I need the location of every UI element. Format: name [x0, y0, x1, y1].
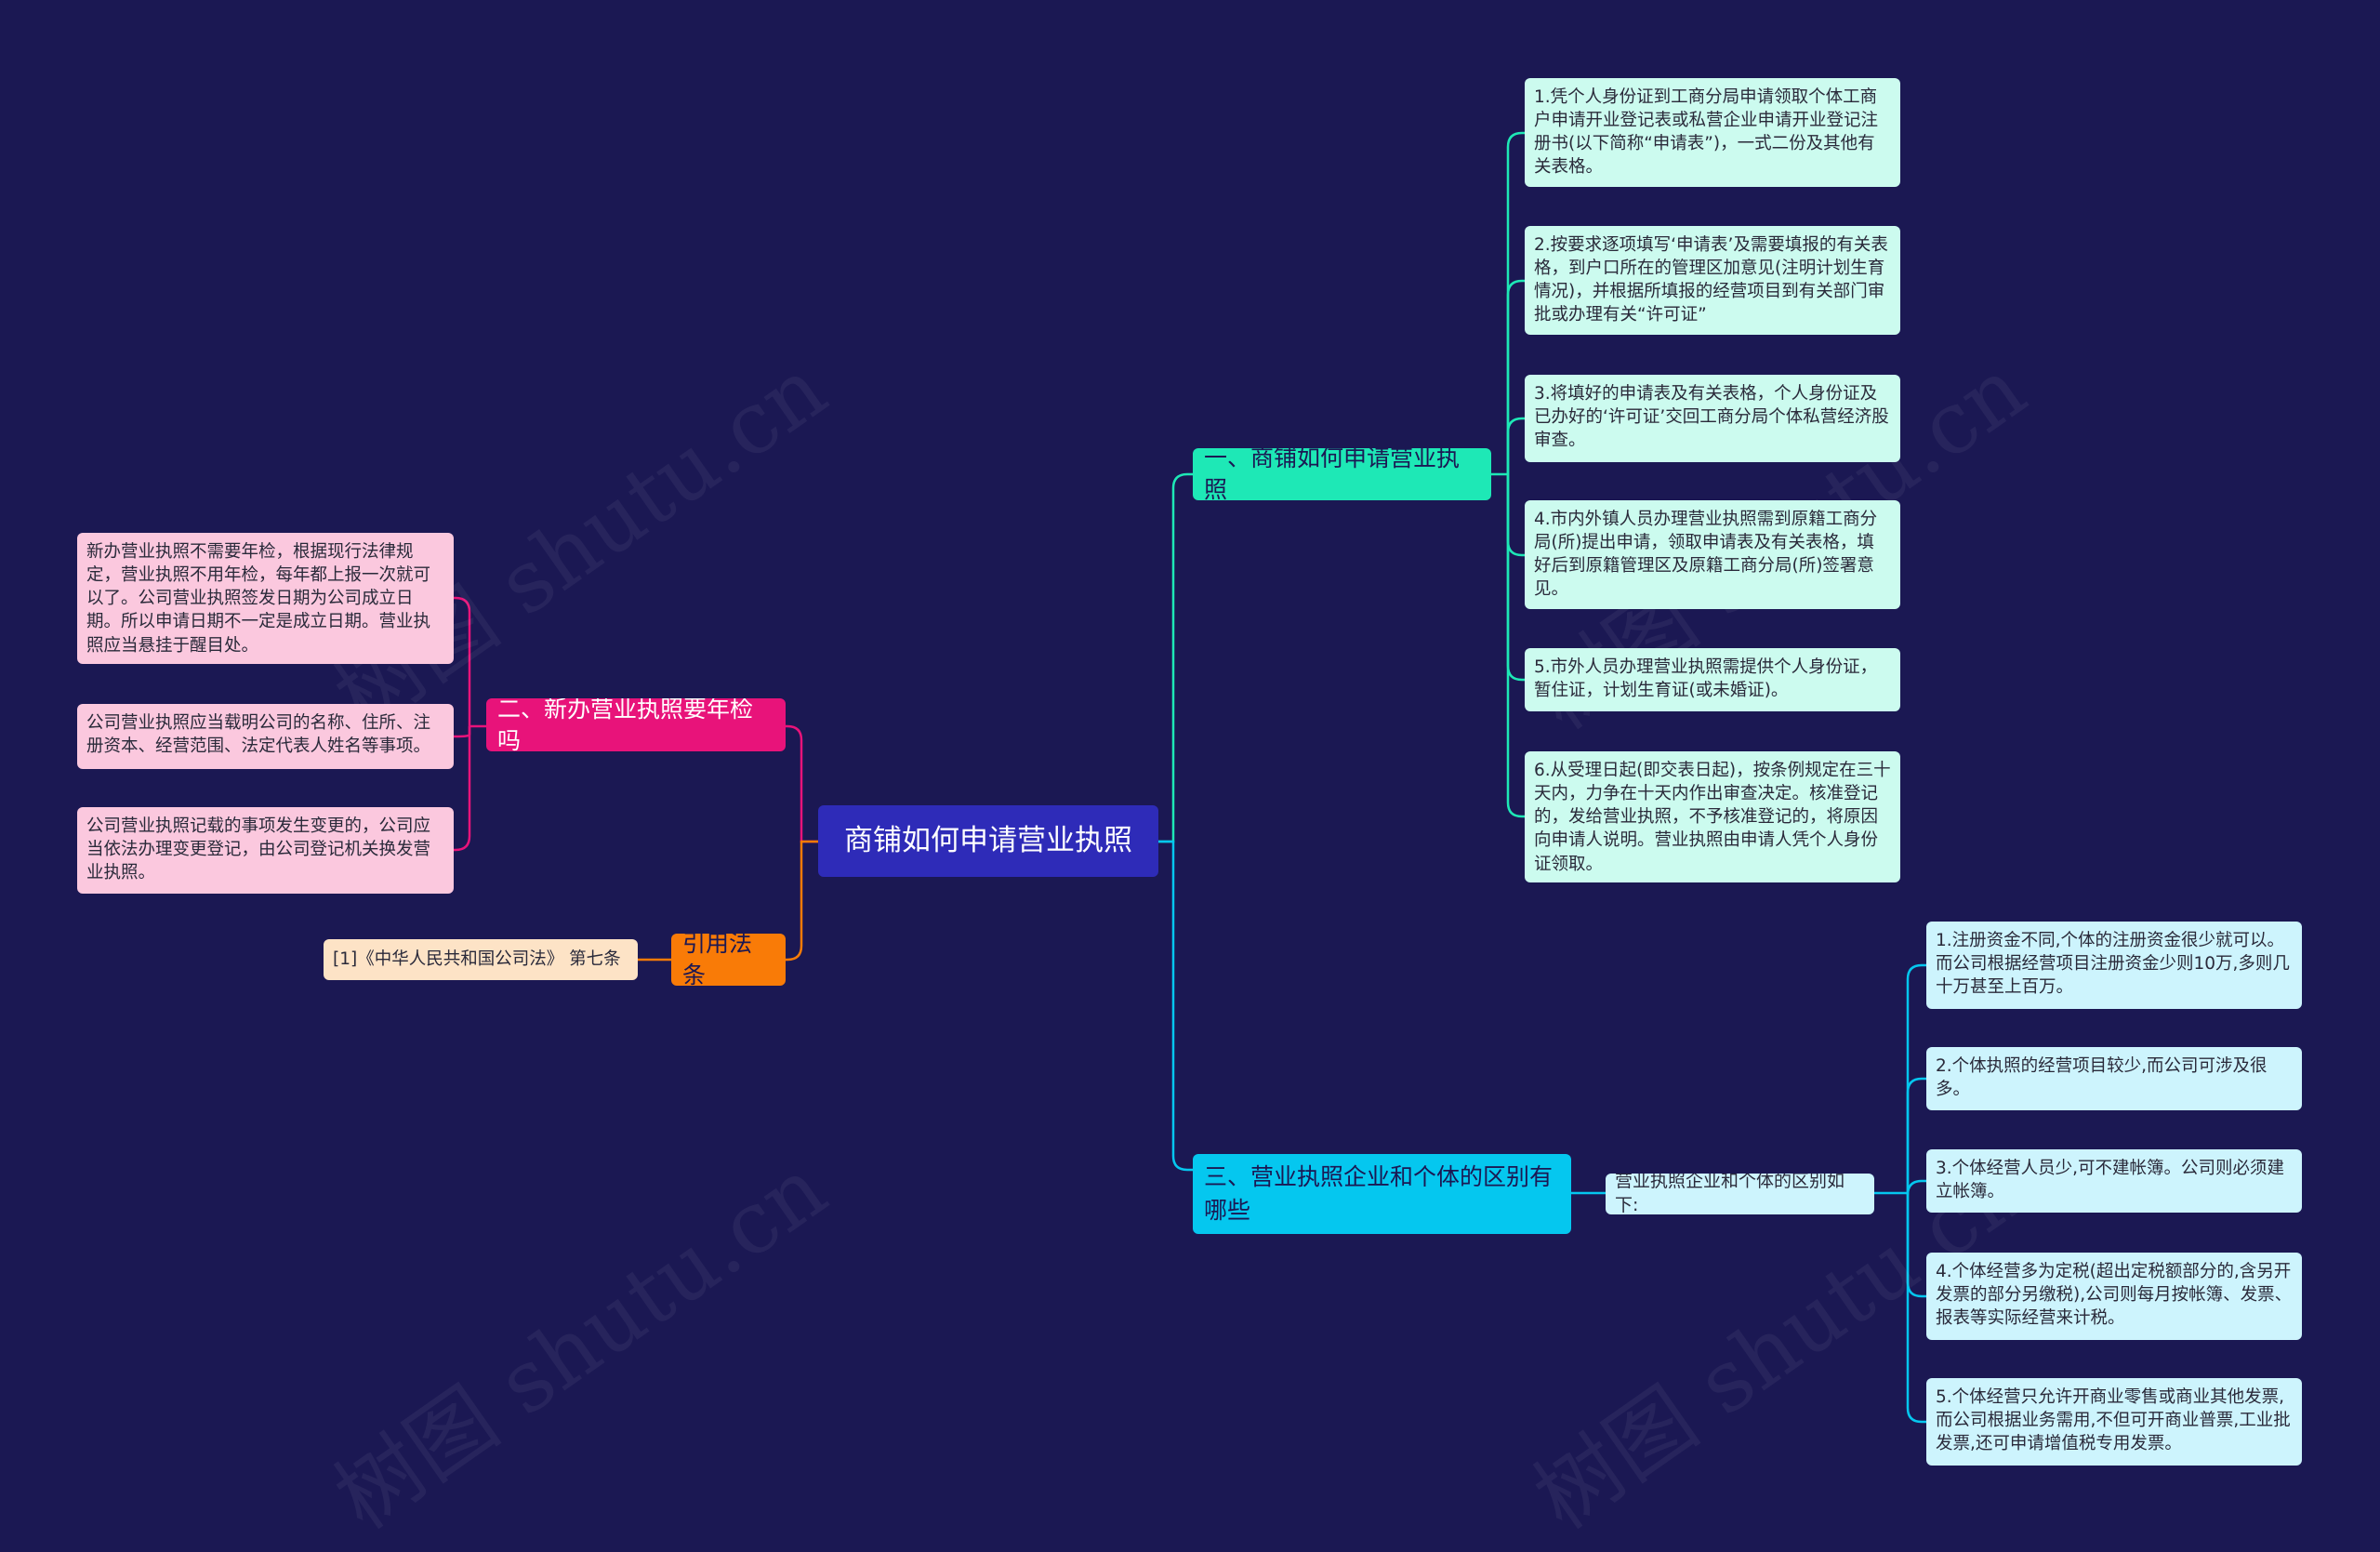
leaf-node-b3-4[interactable]: 4.个体经营多为定税(超出定税额部分的,含另开发票的部分另缴税),公司则每月按帐…	[1926, 1253, 2302, 1340]
connector-b3-leaf-5	[1906, 1193, 1926, 1424]
leaf-node-ref-1[interactable]: [1]《中华人民共和国公司法》 第七条	[324, 939, 638, 980]
leaf-node-b1-4[interactable]: 4.市内外镇人员办理营业执照需到原籍工商分局(所)提出申请，领取申请表及有关表格…	[1525, 500, 1900, 609]
leaf-node-b1-6[interactable]: 6.从受理日起(即交表日起)，按条例规定在三十天内，力争在十天内作出审查决定。核…	[1525, 751, 1900, 882]
connector-b3-leaf-4	[1906, 1193, 1926, 1298]
connector-root-b2	[786, 724, 818, 843]
connector-b1-leaf-2	[1506, 279, 1525, 474]
connector-root-ref	[786, 840, 818, 962]
leaf-node-b2-1[interactable]: 新办营业执照不需要年检，根据现行法律规定，营业执照不用年检，每年都上报一次就可以…	[77, 533, 454, 664]
branch-node-ref[interactable]: 引用法条	[671, 934, 786, 986]
connector-b3-leaf-3	[1906, 1179, 1926, 1196]
leaf-node-b1-3[interactable]: 3.将填好的申请表及有关表格，个人身份证及已办好的‘许可证’交回工商分局个体私营…	[1525, 375, 1900, 462]
leaf-node-b1-5[interactable]: 5.市外人员办理营业执照需提供个人身份证，暂住证，计划生育证(或未婚证)。	[1525, 648, 1900, 711]
connector-b1-leaf-1	[1506, 131, 1525, 474]
leaf-node-b1-1[interactable]: 1.凭个人身份证到工商分局申请领取个体工商户申请开业登记表或私营企业申请开业登记…	[1525, 78, 1900, 187]
branch-node-2[interactable]: 二、新办营业执照要年检吗	[486, 698, 786, 751]
connector-b1-leaf-6	[1506, 474, 1525, 818]
connector-root-b1	[1158, 472, 1193, 843]
branch-node-1[interactable]: 一、商铺如何申请营业执照	[1193, 448, 1491, 500]
leaf-node-b3-1[interactable]: 1.注册资金不同,个体的注册资金很少就可以。而公司根据经营项目注册资金少则10万…	[1926, 922, 2302, 1009]
branch-node-3[interactable]: 三、营业执照企业和个体的区别有哪些	[1193, 1154, 1571, 1234]
root-node[interactable]: 商铺如何申请营业执照	[818, 805, 1158, 877]
connector-b2-leaf-3	[454, 726, 471, 852]
connector-b3-leaf-2	[1906, 1077, 1926, 1193]
mid-node-b3[interactable]: 营业执照企业和个体的区别如下:	[1606, 1174, 1874, 1214]
connector-b2-leaf-2	[454, 726, 471, 738]
leaf-node-b3-5[interactable]: 5.个体经营只允许开商业零售或商业其他发票,而公司根据业务需用,不但可开商业普票…	[1926, 1378, 2302, 1466]
connector-b1-leaf-4	[1506, 474, 1525, 557]
connector-b1-leaf-5	[1506, 474, 1525, 682]
connector-b2-leaf-1	[454, 596, 471, 726]
leaf-node-b2-3[interactable]: 公司营业执照记载的事项发生变更的，公司应当依法办理变更登记，由公司登记机关换发营…	[77, 807, 454, 894]
leaf-node-b3-2[interactable]: 2.个体执照的经营项目较少,而公司可涉及很多。	[1926, 1047, 2302, 1110]
leaf-node-b3-3[interactable]: 3.个体经营人员少,可不建帐簿。公司则必须建立帐簿。	[1926, 1149, 2302, 1213]
connector-root-b3	[1158, 840, 1193, 1172]
connector-b1-leaf-3	[1506, 417, 1525, 474]
leaf-node-b1-2[interactable]: 2.按要求逐项填写‘申请表’及需要填报的有关表格，到户口所在的管理区加意见(注明…	[1525, 226, 1900, 335]
connector-b3-leaf-1	[1906, 963, 1926, 1193]
leaf-node-b2-2[interactable]: 公司营业执照应当载明公司的名称、住所、注册资本、经营范围、法定代表人姓名等事项。	[77, 704, 454, 769]
